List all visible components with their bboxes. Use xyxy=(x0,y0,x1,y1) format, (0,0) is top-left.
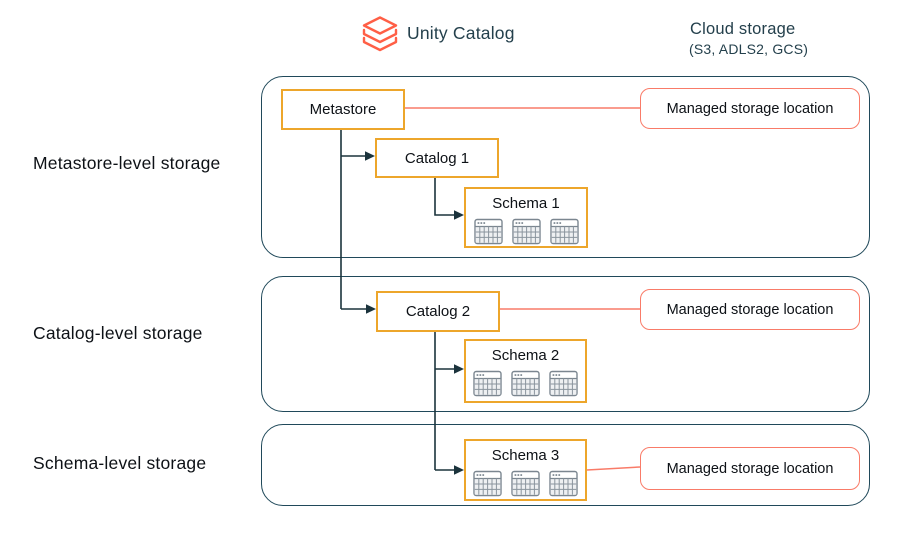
node-schema3-label: Schema 3 xyxy=(491,447,560,464)
side-label-metastore-level: Metastore-level storage xyxy=(33,153,221,173)
cloud-storage-title: Cloud storage xyxy=(690,20,796,38)
managed-storage-location-1-label: Managed storage location xyxy=(666,100,834,117)
managed-storage-location-2-label: Managed storage location xyxy=(666,301,834,318)
node-schema1: Schema 1 xyxy=(464,187,588,248)
schema2-table-icons xyxy=(473,369,578,398)
node-schema2-label: Schema 2 xyxy=(491,347,560,364)
cloud-storage-subtitle: (S3, ADLS2, GCS) xyxy=(689,41,809,57)
table-icon xyxy=(473,370,502,397)
node-catalog1-label: Catalog 1 xyxy=(404,149,470,167)
unity-catalog-title: Unity Catalog xyxy=(407,23,515,43)
node-metastore: Metastore xyxy=(281,89,405,130)
node-metastore-label: Metastore xyxy=(309,101,377,118)
managed-storage-location-3-label: Managed storage location xyxy=(666,460,834,477)
side-label-schema-level: Schema-level storage xyxy=(33,453,207,473)
node-catalog1: Catalog 1 xyxy=(375,138,499,178)
table-icon xyxy=(511,370,540,397)
side-label-catalog-level: Catalog-level storage xyxy=(33,323,203,343)
unity-catalog-logo-icon xyxy=(361,15,399,58)
node-schema1-label: Schema 1 xyxy=(492,195,560,212)
table-icon xyxy=(473,470,502,497)
managed-storage-location-1: Managed storage location xyxy=(640,88,860,129)
table-icon xyxy=(549,370,578,397)
table-icon xyxy=(511,470,540,497)
managed-storage-location-2: Managed storage location xyxy=(640,289,860,330)
table-icon xyxy=(473,218,503,245)
table-icon xyxy=(549,218,579,245)
managed-storage-location-3: Managed storage location xyxy=(640,447,860,490)
node-schema2: Schema 2 xyxy=(464,339,587,403)
schema1-table-icons xyxy=(473,217,579,246)
table-icon xyxy=(511,218,541,245)
schema3-table-icons xyxy=(473,469,578,498)
table-icon xyxy=(549,470,578,497)
node-catalog2: Catalog 2 xyxy=(376,291,500,332)
node-schema3: Schema 3 xyxy=(464,439,587,501)
metastore-level-container xyxy=(261,76,870,258)
node-catalog2-label: Catalog 2 xyxy=(405,303,471,320)
catalog-level-container xyxy=(261,276,870,412)
schema-level-container xyxy=(261,424,870,506)
